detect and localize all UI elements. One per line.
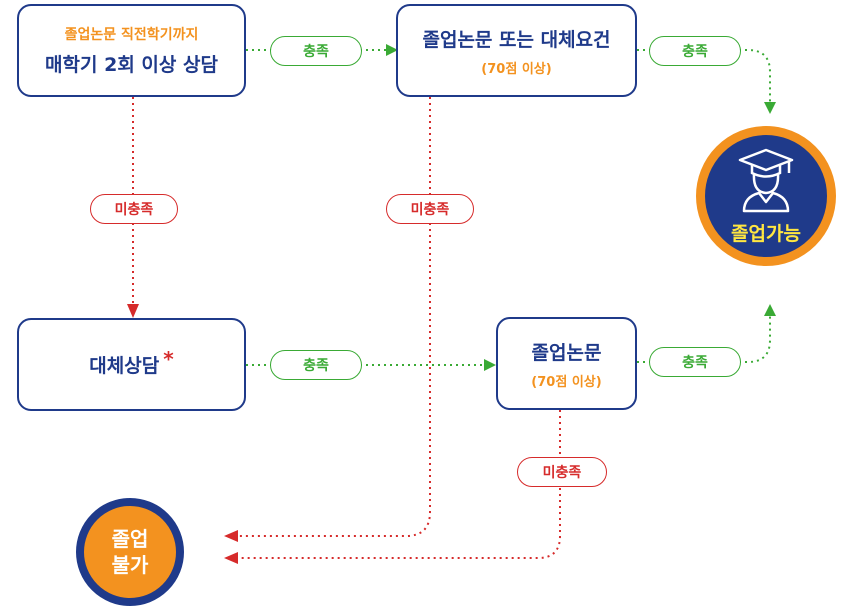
- edge-label-met: 충족: [270, 36, 362, 66]
- edge-label-met: 충족: [649, 36, 741, 66]
- node-counseling-title: 매학기 2회 이상 상담: [45, 54, 218, 76]
- edge-label-not-met: 미충족: [386, 194, 474, 224]
- node-thesis: 졸업논문 (70점 이상): [496, 317, 637, 410]
- node-graduation-impossible: 졸업 불가: [76, 498, 184, 606]
- edge-label-not-met: 미충족: [517, 457, 607, 487]
- node-alternative-counseling: 대체상담 *: [17, 318, 246, 411]
- edge-label-met: 충족: [649, 347, 741, 377]
- node-thesis-or-alternative-title: 졸업논문 또는 대체요건: [422, 28, 611, 51]
- node-counseling-subtitle: 졸업논문 직전학기까지: [64, 27, 199, 43]
- graduation-impossible-line2: 불가: [111, 553, 149, 577]
- asterisk-mark: *: [163, 346, 174, 371]
- edge-label-not-met: 미충족: [90, 194, 178, 224]
- node-thesis-or-alternative-note: (70점 이상): [481, 61, 552, 77]
- edge-line: [224, 410, 561, 564]
- edge-line: [224, 97, 431, 542]
- node-thesis-note: (70점 이상): [531, 374, 602, 390]
- graduation-impossible-line1: 졸업: [111, 527, 149, 551]
- node-thesis-or-alternative: 졸업논문 또는 대체요건 (70점 이상): [396, 4, 637, 97]
- edge-label-met: 충족: [270, 350, 362, 380]
- graduation-possible-label: 졸업가능: [731, 222, 801, 245]
- node-thesis-title: 졸업논문: [531, 341, 602, 364]
- node-counseling: 졸업논문 직전학기까지 매학기 2회 이상 상담: [17, 4, 246, 97]
- graduate-icon: [737, 147, 795, 217]
- node-graduation-possible: 졸업가능: [696, 126, 836, 266]
- node-alternative-counseling-title: 대체상담: [89, 355, 160, 377]
